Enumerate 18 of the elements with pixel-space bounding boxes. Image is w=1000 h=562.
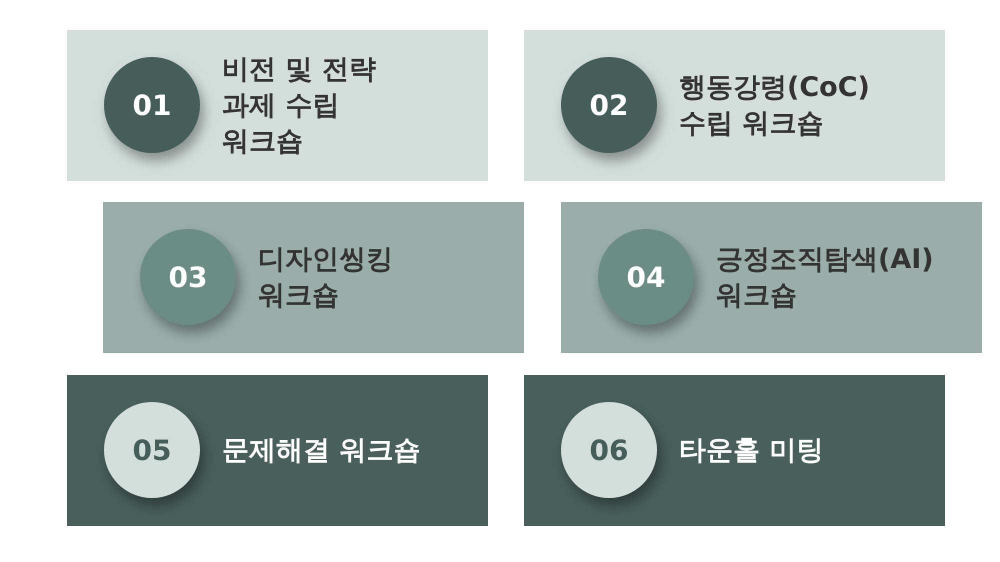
program-card <box>67 375 488 526</box>
program-title: 비전 및 전략 과제 수립 워크숍 <box>222 52 377 158</box>
number-circle: 06 <box>561 402 657 498</box>
program-card <box>524 375 945 526</box>
program-title: 문제해결 워크숍 <box>222 434 422 468</box>
number-circle: 05 <box>104 402 200 498</box>
number-circle: 02 <box>561 57 657 153</box>
program-card <box>561 202 982 353</box>
number-circle: 01 <box>104 57 200 153</box>
program-title: 긍정조직탐색(AI) 워크숍 <box>716 242 935 312</box>
program-title: 행동강령(CoC) 수립 워크숍 <box>679 70 871 140</box>
program-card <box>524 30 945 181</box>
program-title: 타운홀 미팅 <box>679 434 824 468</box>
program-title: 디자인씽킹 워크숍 <box>258 242 394 312</box>
program-card <box>103 202 524 353</box>
number-circle: 04 <box>598 229 694 325</box>
program-card <box>67 30 488 181</box>
number-circle: 03 <box>140 229 236 325</box>
